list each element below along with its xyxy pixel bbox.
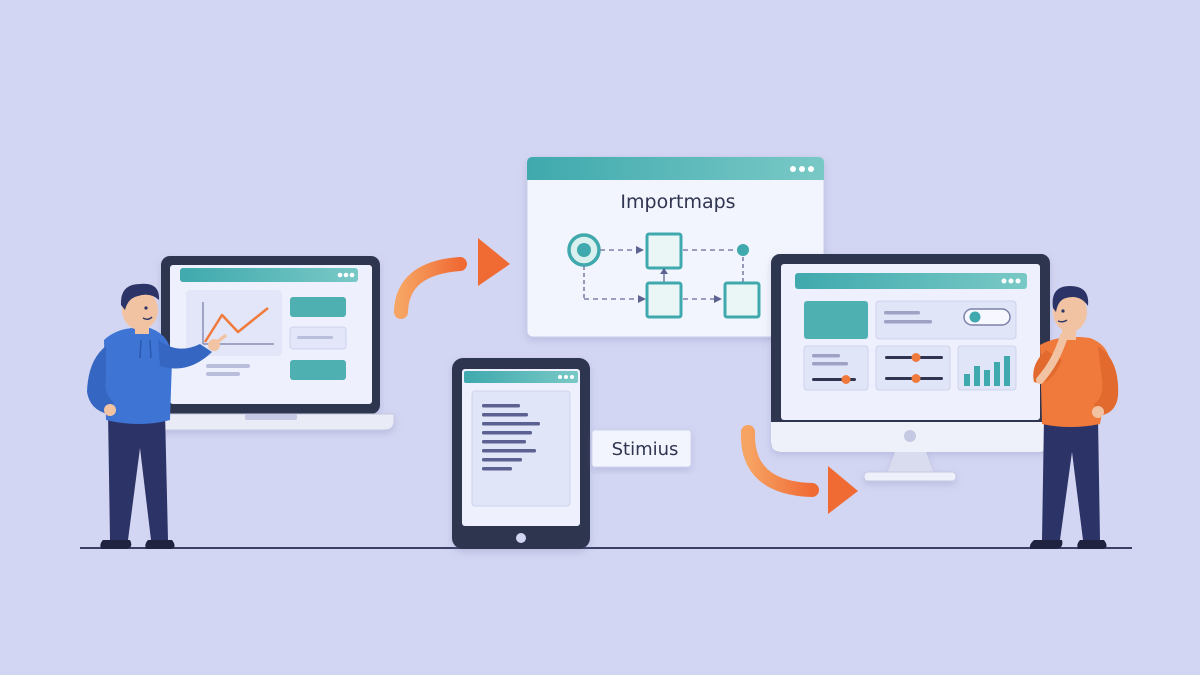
slider [812, 375, 856, 384]
code-lines [482, 404, 540, 471]
person-left [87, 283, 227, 549]
importmaps-label: Importmaps [620, 191, 735, 213]
bar-chart-card [957, 345, 1017, 391]
teal-block-bottom [290, 360, 346, 380]
sliders-card [875, 345, 951, 391]
toggle-switch [963, 308, 1011, 326]
code-panel [471, 390, 571, 507]
three-dots-icon [558, 375, 574, 379]
chart-panel [186, 290, 282, 356]
stimulus-label: Stimius [612, 439, 679, 460]
left-laptop-screen [180, 268, 358, 380]
person-right [1029, 286, 1119, 549]
three-dots-icon [1001, 278, 1021, 284]
curved-arrow-icon [394, 238, 510, 319]
stimulus-label-box [591, 429, 692, 468]
tablet-home-button [516, 533, 526, 543]
list-card [803, 345, 869, 391]
teal-card [804, 301, 868, 339]
tablet-screen [464, 371, 578, 507]
teal-block-top [290, 297, 346, 317]
square-node-icon [645, 232, 683, 270]
square-node-icon [645, 281, 683, 319]
dot-node-icon [737, 244, 749, 256]
square-node-icon [723, 281, 761, 319]
curved-arrow-icon [740, 425, 858, 514]
line-chart [203, 307, 269, 343]
circle-node-icon [567, 233, 601, 267]
flow-diagram [567, 232, 761, 319]
three-dots-icon [337, 272, 355, 278]
slider [885, 374, 943, 383]
slider [885, 353, 943, 362]
bar-chart-icon [964, 356, 1010, 386]
three-dots-icon [790, 166, 814, 172]
right-monitor-screen [795, 273, 1027, 391]
